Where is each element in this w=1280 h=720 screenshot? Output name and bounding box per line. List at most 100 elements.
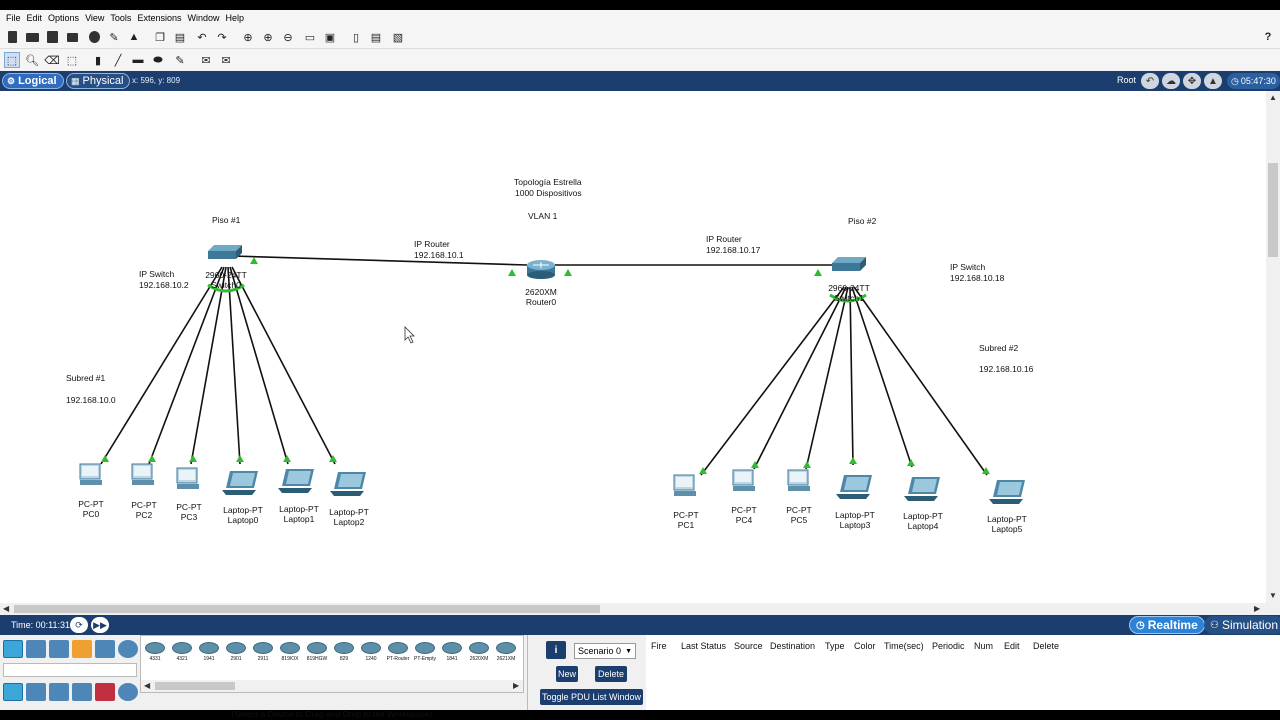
note-ip-switch1-value[interactable]: 192.168.10.2 xyxy=(139,280,189,290)
menu-tools[interactable]: Tools xyxy=(110,13,132,23)
horizontal-scrollbar[interactable]: ◀ ▶ xyxy=(0,603,1266,615)
note-piso2[interactable]: Piso #2 xyxy=(848,216,877,226)
device-model-1841[interactable]: 1841 xyxy=(440,640,464,664)
device-label-laptop1[interactable]: Laptop-PT Laptop1 xyxy=(279,504,319,524)
device-label-pc3[interactable]: PC-PT PC3 xyxy=(176,502,202,522)
redo-icon[interactable]: ↷ xyxy=(217,31,227,44)
multiuser-category-icon[interactable] xyxy=(118,640,138,658)
custom-device-icon[interactable]: ▣ xyxy=(324,31,336,44)
navigation-icon[interactable]: ✥ xyxy=(1183,73,1201,89)
physical-tab[interactable]: ▦ Physical xyxy=(66,73,131,89)
logical-workspace[interactable]: Topología Estrella 1000 Dispositivos VLA… xyxy=(0,91,1266,603)
end-devices-category-icon[interactable] xyxy=(26,640,46,658)
activity-wizard-icon[interactable]: ▲ xyxy=(128,31,140,43)
scroll-down-icon[interactable]: ▼ xyxy=(1269,591,1277,600)
network-info-icon[interactable]: ✎ xyxy=(109,31,119,44)
scroll-left-icon[interactable]: ◀ xyxy=(3,604,10,613)
device-scroll-right-icon[interactable]: ▶ xyxy=(513,681,520,690)
background-image-icon[interactable]: ▲ xyxy=(1204,73,1222,89)
scenario-info-icon[interactable]: i xyxy=(546,641,566,659)
save-icon[interactable] xyxy=(44,29,60,45)
paste-icon[interactable]: ▤ xyxy=(174,31,186,44)
device-model-pt-empty[interactable]: PT-Empty xyxy=(413,640,437,664)
device-model-829[interactable]: 829 xyxy=(332,640,356,664)
note-ip-router1-label[interactable]: IP Router xyxy=(414,239,450,249)
device-model-1240[interactable]: 1240 xyxy=(359,640,383,664)
select-tool-icon[interactable]: ⬚ xyxy=(4,52,20,68)
draw-line-icon[interactable]: ╱ xyxy=(114,54,122,67)
zoom-in-icon[interactable]: ⊕ xyxy=(243,31,253,44)
device-label-pc2[interactable]: PC-PT PC2 xyxy=(131,500,157,520)
switch0-label[interactable]: 2960-24TT Switch0 xyxy=(205,270,247,290)
simple-pdu-icon[interactable]: ✉ xyxy=(201,54,211,67)
wan-emulation-subcategory-icon[interactable] xyxy=(118,683,138,701)
switch1-label[interactable]: 2960-24TT Switch1 xyxy=(828,283,870,303)
inspect-icon[interactable]: 🔍︎ xyxy=(25,54,39,67)
new-scenario-button[interactable]: New xyxy=(556,666,578,682)
wireless-subcategory-icon[interactable] xyxy=(72,683,92,701)
device-scroll-left-icon[interactable]: ◀ xyxy=(144,681,151,690)
device-model-2621xm[interactable]: 2621XM xyxy=(494,640,518,664)
delete-tool-icon[interactable]: ⌫ xyxy=(44,54,60,67)
device-label-laptop3[interactable]: Laptop-PT Laptop3 xyxy=(835,510,875,530)
router0-label[interactable]: 2620XM Router0 xyxy=(525,287,557,307)
complex-pdu-icon[interactable]: ✉ xyxy=(221,54,231,67)
note-subred1-label[interactable]: Subred #1 xyxy=(66,373,106,383)
note-ip-router1-value[interactable]: 192.168.10.1 xyxy=(414,250,464,260)
realtime-button[interactable]: ◷ Realtime xyxy=(1129,616,1205,634)
note-subred2-label[interactable]: Subred #2 xyxy=(979,343,1019,353)
place-note-icon[interactable]: ▮ xyxy=(94,54,102,67)
power-cycle-icon[interactable]: ⟳ xyxy=(70,617,88,633)
device-model-4331[interactable]: 4331 xyxy=(143,640,167,664)
menu-file[interactable]: File xyxy=(6,13,21,23)
note-subred1-value[interactable]: 192.168.10.0 xyxy=(66,395,116,405)
logical-tab[interactable]: ⚙ Logical xyxy=(2,73,64,89)
resize-shape-icon[interactable]: ⬚ xyxy=(66,54,78,67)
switches-subcategory-icon[interactable] xyxy=(26,683,46,701)
device-model-819hgw[interactable]: 819HGW xyxy=(305,640,329,664)
zoom-out-icon[interactable]: ⊖ xyxy=(283,31,293,44)
note-subred2-value[interactable]: 192.168.10.16 xyxy=(979,364,1034,374)
device-label-laptop0[interactable]: Laptop-PT Laptop0 xyxy=(223,505,263,525)
note-ip-router2-value[interactable]: 192.168.10.17 xyxy=(706,245,761,255)
device-label-laptop5[interactable]: Laptop-PT Laptop5 xyxy=(987,514,1027,534)
hubs-subcategory-icon[interactable] xyxy=(49,683,69,701)
open-folder-icon[interactable] xyxy=(24,29,40,45)
draw-rectangle-icon[interactable]: ▬ xyxy=(132,54,144,66)
print-icon[interactable] xyxy=(64,29,80,45)
toggle-pdu-list-button[interactable]: Toggle PDU List Window xyxy=(540,689,643,705)
misc-category-icon[interactable] xyxy=(95,640,115,658)
image-icon[interactable]: ▧ xyxy=(392,31,404,44)
fast-forward-icon[interactable]: ▶▶ xyxy=(91,617,109,633)
delete-scenario-button[interactable]: Delete xyxy=(595,666,627,682)
device-label-laptop4[interactable]: Laptop-PT Laptop4 xyxy=(903,511,943,531)
pdu-icon[interactable]: ▯ xyxy=(352,31,360,44)
note-piso1[interactable]: Piso #1 xyxy=(212,215,241,225)
routers-subcategory-icon[interactable] xyxy=(3,683,23,701)
device-model-4321[interactable]: 4321 xyxy=(170,640,194,664)
components-category-icon[interactable] xyxy=(49,640,69,658)
device-label-pc5[interactable]: PC-PT PC5 xyxy=(786,505,812,525)
device-label-pc0[interactable]: PC-PT PC0 xyxy=(78,499,104,519)
help-icon[interactable]: ? xyxy=(1264,31,1272,43)
info-icon[interactable] xyxy=(86,29,102,45)
draw-ellipse-icon[interactable]: ⬬ xyxy=(153,53,163,66)
scroll-up-icon[interactable]: ▲ xyxy=(1269,93,1277,102)
scenario-select[interactable]: Scenario 0 ▼ xyxy=(574,643,636,659)
connections-category-icon[interactable] xyxy=(72,640,92,658)
device-scroll-thumb[interactable] xyxy=(155,682,235,690)
menu-edit[interactable]: Edit xyxy=(26,13,43,23)
menu-view[interactable]: View xyxy=(85,13,105,23)
zoom-reset-icon[interactable]: ⊕ xyxy=(263,31,273,44)
device-model-1941[interactable]: 1941 xyxy=(197,640,221,664)
vertical-scroll-thumb[interactable] xyxy=(1268,163,1278,257)
device-list-scrollbar[interactable]: ◀ ▶ xyxy=(141,680,523,692)
device-model-819iox[interactable]: 819IOX xyxy=(278,640,302,664)
horizontal-scroll-thumb[interactable] xyxy=(14,605,600,613)
simulation-button[interactable]: ⚇ Simulation xyxy=(1204,616,1280,634)
device-model-2901[interactable]: 2901 xyxy=(224,640,248,664)
note-vlan[interactable]: VLAN 1 xyxy=(528,211,558,221)
device-model-2911[interactable]: 2911 xyxy=(251,640,275,664)
menu-window[interactable]: Window xyxy=(187,13,220,23)
menu-extensions[interactable]: Extensions xyxy=(137,13,182,23)
